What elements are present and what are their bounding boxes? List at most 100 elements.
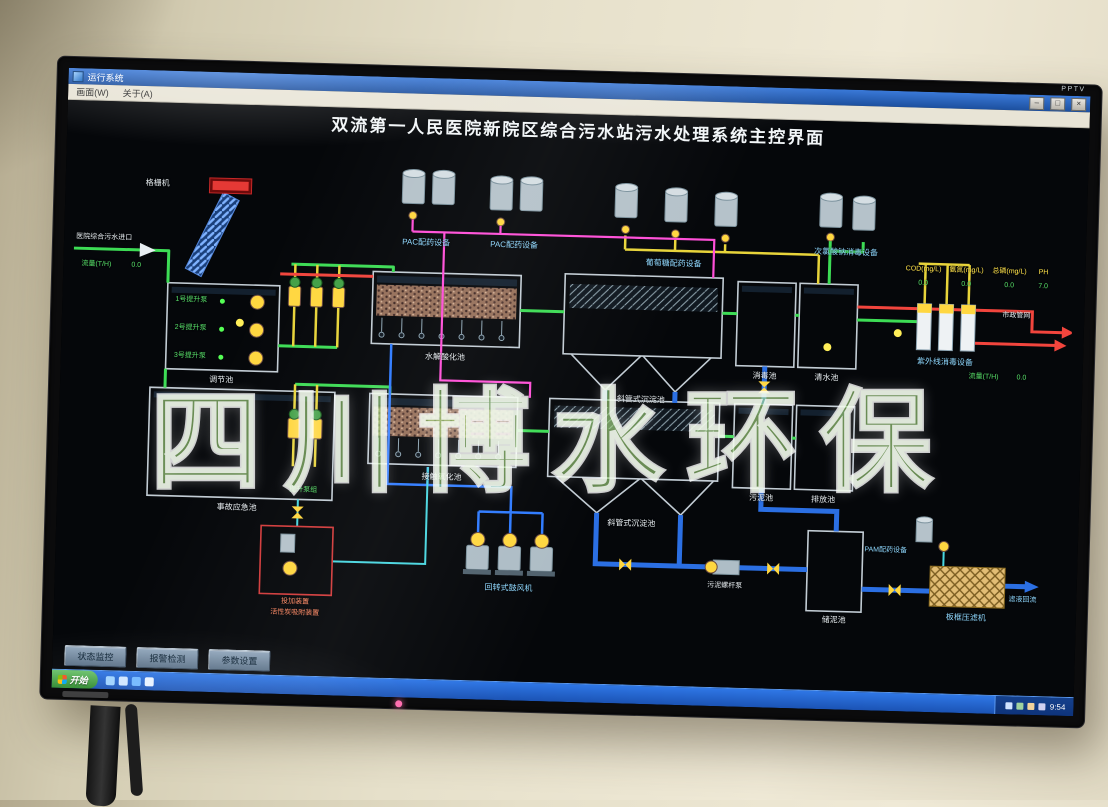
quick-launch-icon-4[interactable] (144, 676, 154, 686)
tray-icon-4[interactable] (1038, 702, 1046, 710)
bezel-sticker (62, 690, 109, 699)
maximize-button[interactable]: □ (1050, 96, 1066, 111)
press-out-arrow (1024, 580, 1039, 593)
tank-chuni (805, 529, 865, 614)
alarm-check-button[interactable]: 报警检测 (136, 646, 199, 670)
pump1-label: 1号提升泵 (175, 295, 208, 304)
blower-label: 回转式鼓风机 (484, 582, 533, 593)
inlet-label: 医院综合污水进口 (76, 233, 133, 242)
tank-paifang-label: 排放池 (810, 494, 836, 505)
lift-pumps (218, 276, 346, 440)
press-label: 板框压滤机 (945, 612, 986, 623)
tank-shigu (146, 386, 336, 502)
chemical-tanks (401, 169, 876, 243)
naclo-label: 次氯酸钠消毒设备 (813, 246, 879, 258)
power-led (395, 699, 403, 707)
tank-xiaodu-label: 消毒池 (752, 371, 777, 381)
menu-item-screen[interactable]: 画面(W) (76, 87, 109, 98)
parameter-settings-button[interactable]: 参数设置 (208, 648, 271, 672)
signal-cable (124, 703, 144, 797)
activated-carbon-unit (258, 524, 334, 597)
tank-xiaodu (734, 280, 797, 369)
start-label: 开始 (69, 674, 88, 686)
scada-button-row: 状态监控 报警检测 参数设置 (64, 644, 271, 672)
pam-label: PAM配药设备 (864, 546, 908, 555)
pump-group-label: 提升泵组 (289, 486, 318, 494)
pipes-dosing-magenta (411, 219, 716, 398)
inlet-arrow (139, 242, 156, 257)
tank-qingshui-label: 清水池 (814, 372, 839, 383)
tv-monitor: PPTV 运行系统 – □ × 画面(W) 关于(A) 双流第一人民医院新院区综… (39, 55, 1103, 729)
quick-launch-icon-2[interactable] (118, 675, 128, 686)
clock[interactable]: 9:54 (1049, 701, 1066, 712)
tank-jiechu (367, 392, 519, 469)
tray-icon-2[interactable] (1016, 702, 1024, 710)
pac2-label: PAC配药设备 (490, 239, 539, 251)
inlet-flow-value: 0.0 (131, 261, 142, 269)
screw-pump-label: 污泥螺杆泵 (707, 581, 743, 590)
status-monitor-button[interactable]: 状态监控 (64, 644, 127, 668)
status-lights (235, 318, 902, 352)
carbon-dosing-label: 投加装置 (280, 597, 310, 606)
windows-flag-icon (57, 674, 67, 684)
quick-launch-icon-3[interactable] (131, 676, 141, 686)
tank-shigu-label: 事故应急池 (216, 502, 257, 513)
process-diagram-svg (73, 169, 1074, 614)
screen: 运行系统 – □ × 画面(W) 关于(A) 双流第一人民医院新院区综合污水站污… (51, 67, 1091, 717)
screw-pump (704, 559, 740, 576)
quick-launch (105, 675, 154, 686)
tray-icon-1[interactable] (1005, 701, 1013, 709)
app-icon (72, 70, 84, 82)
start-button[interactable]: 开始 (51, 669, 99, 689)
readout-tp-label: 总磷(mg/L) (992, 267, 1027, 276)
pam-unit (915, 516, 950, 552)
tank-paifang (793, 404, 856, 492)
readout-ph-value: 7.0 (1038, 283, 1049, 291)
tank-chendian-1 (562, 272, 725, 359)
tank-chuni-label: 储泥池 (821, 615, 846, 625)
minimize-button[interactable]: – (1029, 96, 1045, 110)
tank-wuni (731, 402, 794, 490)
menu-item-about[interactable]: 关于(A) (122, 88, 153, 100)
tank-chendian1-label: 斜管式沉淀池 (616, 394, 665, 405)
uv-units (915, 303, 977, 352)
tank-wuni-label: 污泥池 (748, 493, 774, 503)
process-diagram: 医院综合污水进口 流量(T/H) 0.0 格栅机 PAC配药设备 PAC配药设备… (62, 130, 1076, 688)
tank-water-and-media (153, 275, 854, 440)
grid-machine-label: 格栅机 (145, 178, 170, 188)
tank-qingshui (796, 282, 859, 370)
pipes-air-blue (386, 343, 544, 546)
tank-tiaojiechi (164, 281, 281, 373)
readout-ph-label: PH (1038, 269, 1049, 277)
readout-nh3-value: 0.0 (961, 280, 972, 289)
blowers (462, 531, 555, 577)
grid-machine (184, 177, 253, 278)
system-tray: 9:54 (994, 695, 1074, 717)
inlet-flow-label: 流量(T/H) (81, 260, 112, 269)
pump3-label: 3号提升泵 (173, 351, 206, 360)
glucose-label: 葡萄糖配药设备 (645, 258, 702, 269)
carbon-label: 活性炭吸附装置 (270, 608, 320, 618)
tank-jiechu-label: 接触氧化池 (421, 471, 462, 482)
outfall-label: 市政管网 (1002, 312, 1031, 320)
readout-nh3-label: 氨氮(mg/L) (949, 266, 984, 275)
pac1-label: PAC配药设备 (402, 237, 451, 248)
readout-tp-value: 0.0 (1004, 282, 1015, 290)
tray-icon-3[interactable] (1027, 702, 1035, 710)
pump2-label: 2号提升泵 (174, 323, 207, 332)
tank-shuijie-label: 水解酸化池 (424, 351, 466, 363)
tank-chendian-2 (546, 397, 721, 482)
quick-launch-icon-1[interactable] (105, 675, 115, 685)
outfall-arrow-1 (1061, 326, 1074, 339)
scada-canvas: 双流第一人民医院新院区综合污水站污水处理系统主控界面 (52, 99, 1090, 698)
close-button[interactable]: × (1071, 97, 1087, 111)
readout-cod-label: COD(mg/L) (905, 265, 942, 274)
filter-press (928, 565, 1006, 609)
tank-chendian2-label: 斜管式沉淀池 (607, 518, 656, 529)
uv-label: 紫外线消毒设备 (916, 356, 974, 368)
power-cable (85, 705, 121, 807)
outfall-arrow-2 (1054, 339, 1067, 352)
tv-brand-logo: PPTV (1061, 85, 1086, 94)
outfall-flow-value: 0.0 (1016, 374, 1027, 382)
